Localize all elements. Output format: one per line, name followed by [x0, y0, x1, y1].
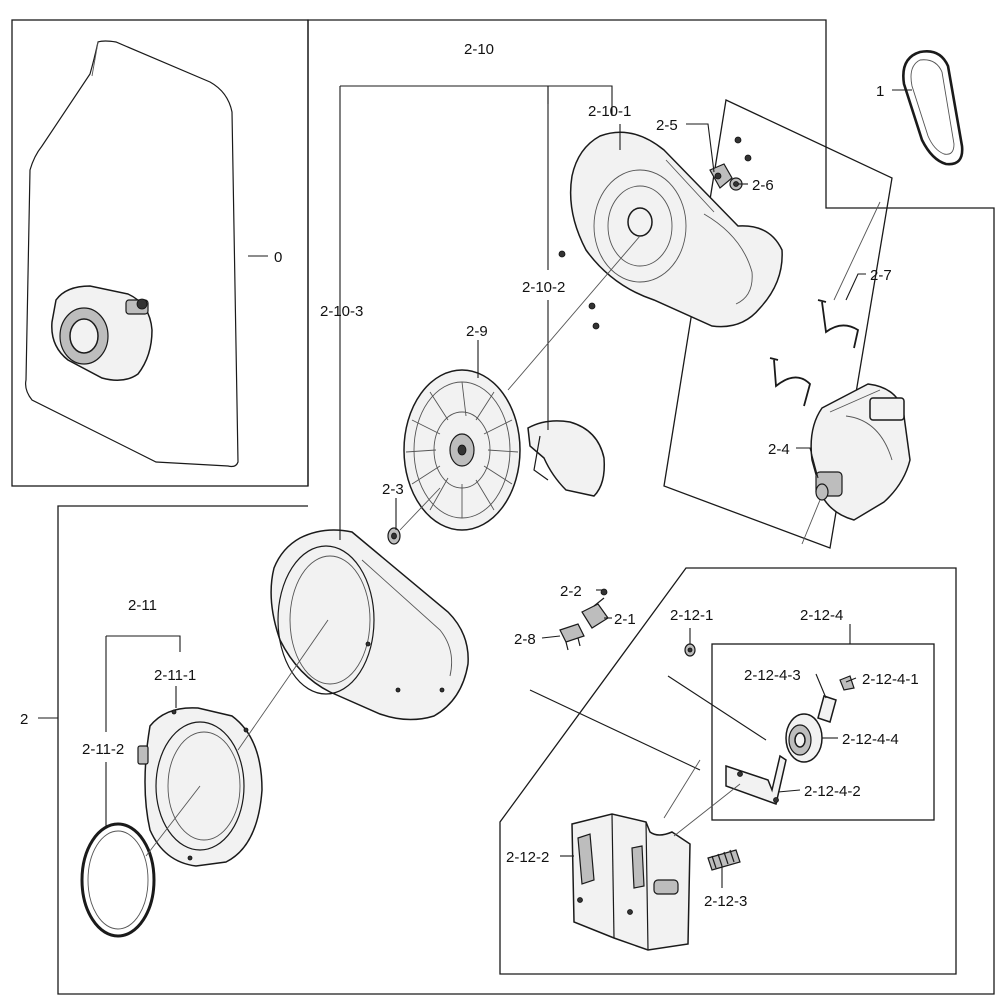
callout-2-10-1: 2-10-1 — [588, 103, 631, 120]
callout-2-12-2: 2-12-2 — [506, 849, 549, 866]
idler-pulley-subframe — [711, 643, 935, 821]
duct-seal — [527, 420, 606, 497]
assembly-lines — [145, 201, 881, 857]
callout-1: 1 — [876, 83, 884, 100]
screw-2 — [744, 154, 752, 162]
drive-belt — [902, 50, 964, 166]
duct-seal-ring — [80, 822, 156, 938]
idler-arm — [725, 754, 787, 805]
callout-2-9: 2-9 — [466, 323, 488, 340]
blower-wheel — [403, 369, 521, 531]
leader-lines — [38, 85, 912, 888]
idler-pulley — [785, 713, 823, 763]
callout-2: 2 — [20, 711, 28, 728]
callout-2-11-2: 2-11-2 — [82, 741, 124, 758]
screw-5 — [592, 322, 600, 330]
screw-4 — [588, 302, 596, 310]
callout-2-10-2: 2-10-2 — [522, 279, 565, 296]
wheel-nut — [387, 527, 401, 545]
callout-2-12-4-1: 2-12-4-1 — [862, 671, 919, 688]
screw-1 — [734, 136, 742, 144]
callout-2-12-3: 2-12-3 — [704, 893, 747, 910]
idler-clip — [839, 675, 855, 691]
idler-bracket — [571, 813, 691, 951]
idler-shaft — [817, 695, 837, 723]
callout-2-11: 2-11 — [128, 597, 157, 614]
callout-2-12-4-2: 2-12-4-2 — [804, 783, 861, 800]
motor-clamp-upper — [817, 299, 860, 349]
motor-clamp-lower — [769, 357, 812, 407]
callout-2-12-4-4: 2-12-4-4 — [842, 731, 899, 748]
screw-3 — [558, 250, 566, 258]
callout-2-1: 2-1 — [614, 611, 636, 628]
thermostat-screw — [600, 588, 608, 596]
callout-0: 0 — [274, 249, 282, 266]
bracket-nut — [729, 177, 743, 191]
callout-2-12-4: 2-12-4 — [800, 607, 843, 624]
callout-2-7: 2-7 — [870, 267, 892, 284]
callout-2-3: 2-3 — [382, 481, 404, 498]
thermostat — [581, 597, 609, 629]
dryer-blower-thumbnail — [51, 285, 153, 381]
dryer-cabinet — [25, 40, 239, 468]
sensor — [559, 623, 585, 651]
callout-2-5: 2-5 — [656, 117, 678, 134]
callout-2-8: 2-8 — [514, 631, 536, 648]
callout-2-10-3: 2-10-3 — [320, 303, 363, 320]
motor-group-frame — [663, 99, 893, 549]
idler-spring — [707, 849, 741, 871]
assembly-0-frame — [11, 19, 309, 487]
callout-2-6: 2-6 — [752, 177, 774, 194]
assembly-2-frame — [57, 19, 995, 995]
blower-housing-front — [270, 529, 469, 721]
callout-2-12-1: 2-12-1 — [670, 607, 713, 624]
idler-screw — [684, 643, 696, 657]
callout-2-2: 2-2 — [560, 583, 582, 600]
idler-group-frame — [499, 567, 957, 975]
duct-ring — [137, 707, 263, 867]
callout-labels: 0 1 2 2-10 2-10-1 2-5 2-6 2-7 2-10-2 2-1… — [20, 41, 919, 910]
drive-motor — [810, 383, 911, 521]
callout-2-11-1: 2-11-1 — [154, 667, 196, 684]
motor-bracket — [709, 163, 733, 189]
callout-2-12-4-3: 2-12-4-3 — [744, 667, 801, 684]
callout-2-4: 2-4 — [768, 441, 790, 458]
callout-2-10: 2-10 — [464, 41, 494, 58]
blower-housing-rear — [569, 131, 783, 328]
